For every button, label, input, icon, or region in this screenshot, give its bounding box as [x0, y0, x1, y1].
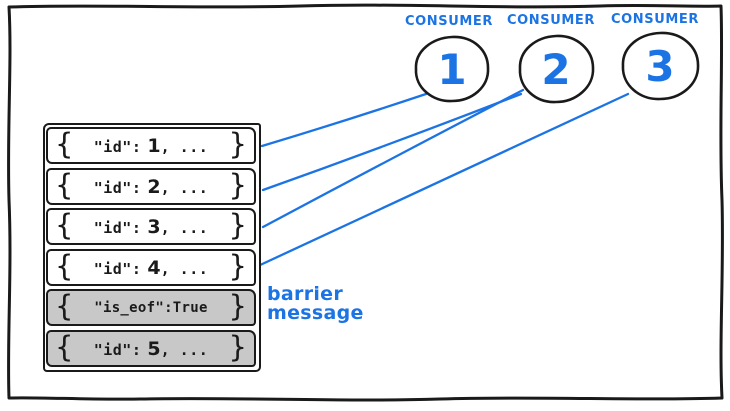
outer-border — [7, 3, 724, 402]
message-row-id-3: { "id": 3 , ... } — [46, 208, 256, 245]
message-text: "id": 4 , ... — [94, 257, 209, 279]
message-suffix: , ... — [160, 259, 209, 278]
close-brace: } — [228, 248, 247, 283]
message-value: 1 — [147, 134, 161, 157]
message-value: 3 — [147, 215, 161, 238]
message-row-barrier-is-eof: { "is_eof":True } — [46, 289, 256, 326]
connection-line-msg2-consumer2 — [261, 92, 523, 192]
close-brace: } — [228, 329, 247, 364]
message-text: "is_eof":True — [94, 300, 207, 316]
message-row-id-4: { "id": 4 , ... } — [46, 249, 256, 286]
consumer-circle-3 — [621, 31, 700, 101]
message-suffix: , ... — [160, 340, 209, 359]
close-brace: } — [228, 207, 247, 242]
open-brace: { — [55, 329, 74, 364]
message-text: "id": 5 , ... — [94, 338, 209, 360]
barrier-message-text: "is_eof":True — [94, 299, 208, 316]
message-key: "id": — [93, 137, 142, 156]
consumer-3-label: CONSUMER — [610, 12, 700, 27]
message-suffix: , ... — [160, 137, 209, 156]
barrier-annotation-line1: barrier — [267, 283, 344, 305]
connection-line-msg4-consumer3 — [256, 92, 630, 268]
consumer-3-number: 3 — [645, 42, 675, 91]
message-value: 5 — [147, 337, 161, 360]
message-row-id-5: { "id": 5 , ... } — [46, 330, 256, 367]
open-brace: { — [55, 126, 74, 161]
barrier-message-annotation: barrier message — [267, 285, 364, 323]
message-key: "id": — [93, 218, 142, 237]
consumer-1-label: CONSUMER — [404, 14, 494, 29]
connection-line-msg1-consumer1 — [260, 92, 428, 148]
message-key: "id": — [93, 340, 142, 359]
connection-line-msg3-consumer2 — [261, 88, 525, 229]
message-row-id-2: { "id": 2 , ... } — [46, 168, 256, 205]
message-value: 4 — [147, 256, 161, 279]
close-brace: } — [228, 126, 247, 161]
consumer-circle-2 — [518, 34, 595, 104]
open-brace: { — [55, 167, 74, 202]
message-key: "id": — [93, 259, 142, 278]
message-value: 2 — [147, 175, 161, 198]
message-text: "id": 3 , ... — [94, 216, 209, 238]
consumer-2-number: 2 — [541, 45, 571, 94]
close-brace: } — [228, 288, 247, 323]
consumer-1-number: 1 — [437, 45, 467, 94]
open-brace: { — [55, 248, 74, 283]
message-queue: { "id": 1 , ... } { "id": 2 , ... } { "i… — [43, 123, 261, 372]
message-text: "id": 2 , ... — [94, 176, 209, 198]
close-brace: } — [228, 167, 247, 202]
consumer-2-label: CONSUMER — [506, 13, 596, 28]
message-suffix: , ... — [160, 178, 209, 197]
open-brace: { — [55, 207, 74, 242]
message-row-id-1: { "id": 1 , ... } — [46, 127, 256, 164]
open-brace: { — [55, 288, 74, 323]
barrier-annotation-line2: message — [267, 302, 364, 324]
message-key: "id": — [93, 178, 142, 197]
message-text: "id": 1 , ... — [94, 135, 209, 157]
message-suffix: , ... — [160, 218, 209, 237]
consumer-circle-1 — [414, 35, 490, 103]
